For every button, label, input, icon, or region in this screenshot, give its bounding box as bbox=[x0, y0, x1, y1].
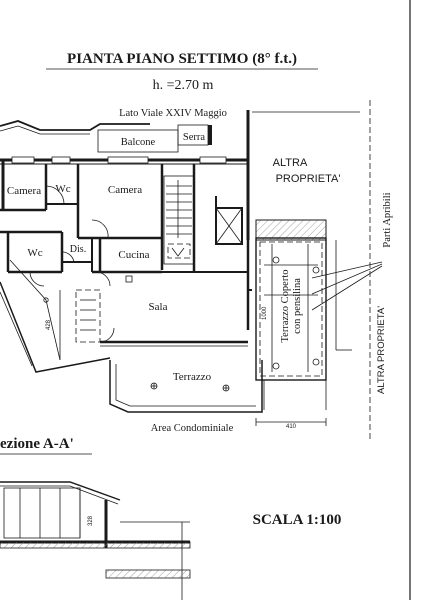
wc-bottom-label: Wc bbox=[27, 247, 42, 259]
dim-428: 428 bbox=[46, 319, 52, 330]
cucina-label: Cucina bbox=[118, 249, 149, 261]
stair-treads bbox=[166, 180, 192, 259]
sala-label: Sala bbox=[149, 301, 168, 313]
street-label: Lato Viale XXIV Maggio bbox=[119, 108, 227, 119]
camera-left-label: Camera bbox=[7, 185, 41, 197]
camera-right-label: Camera bbox=[108, 184, 142, 196]
parti-apribili-label: Parti Apribili bbox=[382, 192, 393, 247]
altra-proprieta-region: ALTRA PROPRIETA' ALTRA PROPRIETA' bbox=[252, 100, 387, 440]
north-edge bbox=[0, 120, 150, 135]
altra-top-label-2: PROPRIETA' bbox=[276, 173, 341, 185]
left-diagonal-terrace: 428 bbox=[0, 259, 111, 373]
door-swings bbox=[29, 185, 111, 287]
fixture-square bbox=[125, 275, 133, 283]
area-condominiale-label: Area Condominiale bbox=[151, 423, 234, 434]
terrazzo-coperto: 1000 Terrazzo Coperto con pensilina bbox=[255, 219, 327, 410]
dim-1000: 1000 bbox=[262, 306, 268, 320]
terrazzo-coperto-label-1: Terrazzo Coperto bbox=[280, 269, 291, 342]
balcone-area: Balcone bbox=[97, 129, 179, 153]
dim-line-410: 410 bbox=[255, 418, 327, 430]
balcone-label: Balcone bbox=[121, 137, 156, 148]
elevator-shaft bbox=[215, 196, 243, 245]
windows bbox=[11, 156, 227, 164]
serra-area: Serra bbox=[177, 124, 212, 146]
dim-410: 410 bbox=[286, 424, 297, 430]
sala-lower bbox=[75, 289, 252, 347]
parti-apribili-arrows: Parti Apribili bbox=[311, 192, 393, 311]
dis-label: Dis. bbox=[70, 244, 86, 255]
section-drawing: 328 bbox=[0, 481, 191, 600]
altra-top-label-1: ALTRA bbox=[273, 157, 308, 169]
serra-label: Serra bbox=[183, 132, 205, 143]
altra-right-label: ALTRA PROPRIETA' bbox=[376, 306, 387, 394]
terrazzo-coperto-label-2: con pensilina bbox=[292, 278, 303, 334]
dim-328: 328 bbox=[88, 515, 94, 526]
section-title: ezione A-A' bbox=[0, 436, 74, 452]
wc-top-label: Wc bbox=[55, 183, 70, 195]
room-walls bbox=[0, 164, 248, 274]
terrazzo-label: Terrazzo bbox=[173, 371, 212, 383]
scale-label: SCALA 1:100 bbox=[253, 512, 342, 528]
terrazzo-lower: Terrazzo bbox=[109, 360, 263, 413]
plan-title: PIANTA PIANO SETTIMO (8° f.t.) bbox=[67, 51, 297, 67]
plan-height: h. =2.70 m bbox=[153, 78, 214, 93]
